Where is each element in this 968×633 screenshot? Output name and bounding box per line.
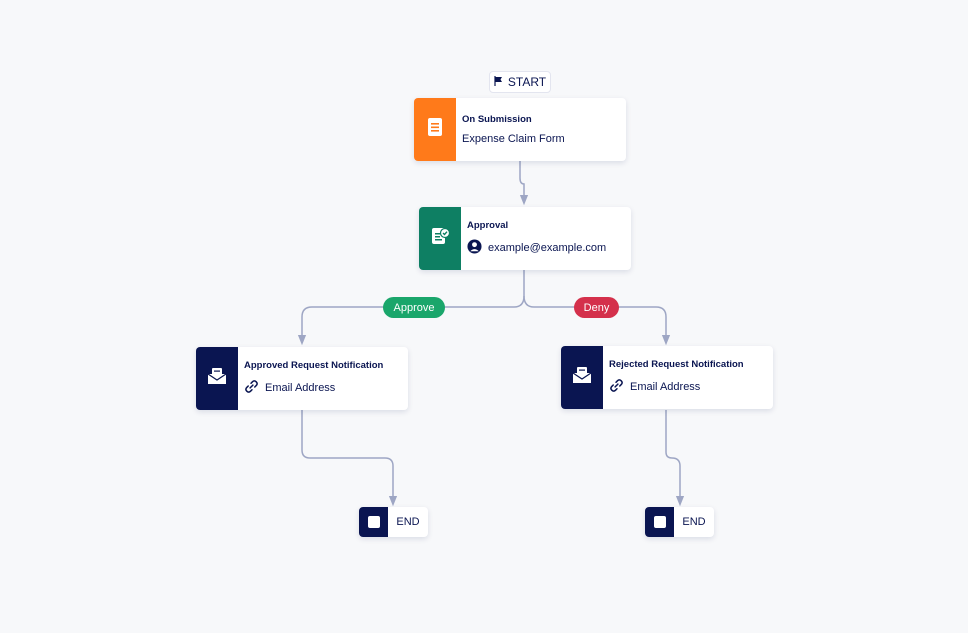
- flag-icon: [494, 75, 504, 89]
- node-rejected-notification[interactable]: Rejected Request Notification Email Addr…: [561, 346, 773, 409]
- approval-clipboard-icon: [429, 225, 451, 252]
- node-detail: example@example.com: [467, 239, 625, 257]
- branch-approve-label[interactable]: Approve: [383, 297, 445, 318]
- node-approved-notification[interactable]: Approved Request Notification Email Addr…: [196, 347, 408, 410]
- connector-submission-approval: [519, 161, 529, 206]
- end-label: END: [682, 516, 706, 528]
- node-icon-cell: [196, 347, 238, 410]
- approver-email: example@example.com: [488, 242, 607, 254]
- node-approval[interactable]: Approval example@example.com: [419, 207, 631, 270]
- link-icon: [244, 379, 259, 397]
- connector-rejected-end: [665, 410, 685, 507]
- node-on-submission[interactable]: On Submission Expense Claim Form: [414, 98, 626, 161]
- node-icon-cell: [419, 207, 461, 270]
- node-detail: Expense Claim Form: [462, 133, 620, 145]
- node-icon-cell: [414, 98, 456, 161]
- branch-deny-label[interactable]: Deny: [574, 297, 619, 318]
- stop-square-icon: [645, 507, 674, 537]
- recipient-field: Email Address: [265, 382, 336, 394]
- start-marker: START: [489, 71, 551, 93]
- link-icon: [609, 378, 624, 396]
- start-label: START: [507, 75, 547, 89]
- form-name: Expense Claim Form: [462, 133, 565, 145]
- node-title: Rejected Request Notification: [609, 359, 744, 370]
- end-label: END: [396, 516, 420, 528]
- node-icon-cell: [561, 346, 603, 409]
- user-avatar-icon: [467, 239, 482, 257]
- node-title: Approval: [467, 220, 509, 231]
- connector-approved-end: [301, 410, 398, 507]
- node-title: Approved Request Notification: [244, 360, 384, 371]
- node-title: On Submission: [462, 114, 532, 125]
- end-node-rejected[interactable]: END: [645, 507, 714, 537]
- recipient-field: Email Address: [630, 381, 701, 393]
- stop-square-icon: [359, 507, 388, 537]
- envelope-icon: [571, 364, 593, 391]
- connector-split-deny: [523, 295, 671, 346]
- end-node-approved[interactable]: END: [359, 507, 428, 537]
- node-detail: Email Address: [244, 379, 402, 397]
- document-icon: [424, 116, 446, 143]
- envelope-icon: [206, 365, 228, 392]
- node-detail: Email Address: [609, 378, 767, 396]
